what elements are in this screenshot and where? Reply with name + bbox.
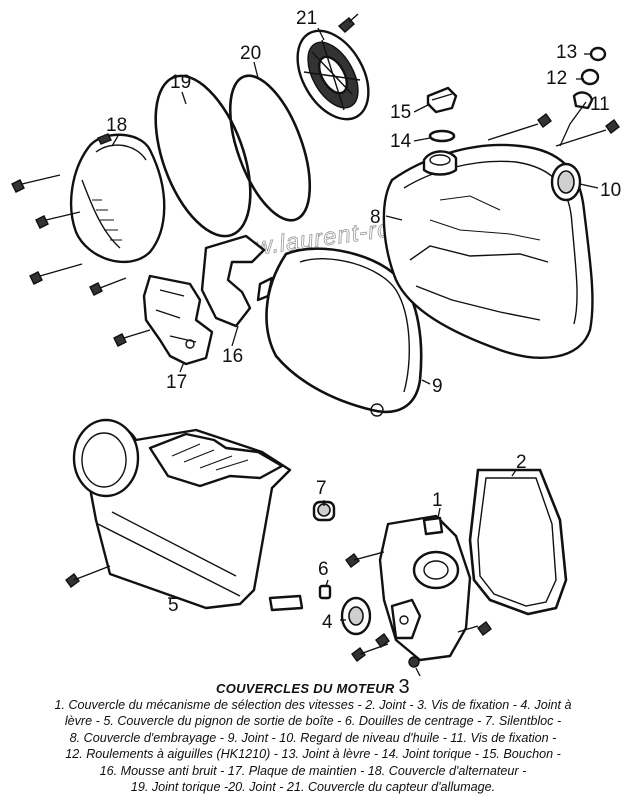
callout-17: 17	[166, 372, 187, 393]
part-5-fixing-bolt	[65, 565, 111, 588]
part-3-fixing-bolts	[345, 551, 492, 668]
callout-11: 11	[590, 94, 610, 115]
callout-6: 6	[318, 559, 329, 580]
callout-13: 13	[556, 42, 577, 63]
part-11-fixing-bolts	[487, 113, 620, 147]
part-12-needle-bearing	[580, 68, 600, 86]
callout-10: 10	[600, 180, 621, 201]
legend-line: 19. Joint torique -20. Joint - 21. Couve…	[130, 780, 496, 795]
exploded-parts-diagram: www.laurent-roy.com	[11, 8, 621, 677]
part-20-gasket	[228, 74, 312, 222]
part-15-plug	[426, 86, 458, 114]
part-13-lip-seal	[589, 46, 607, 62]
part-9-gasket	[265, 247, 423, 414]
callout-9: 9	[432, 376, 443, 397]
part-19-o-ring	[154, 74, 252, 238]
callout-16: 16	[222, 346, 243, 367]
legend-line: 16. Mousse anti bruit - 17. Plaque de ma…	[99, 763, 527, 778]
legend-line: 1. Couvercle du mécanisme de sélection d…	[54, 698, 572, 712]
callout-14: 14	[390, 131, 412, 152]
callout-1: 1	[432, 490, 443, 511]
alternator-cover-bolts	[11, 174, 151, 347]
part-1-shift-mechanism-cover	[378, 514, 472, 662]
caption-title-row: COUVERCLES DU MOTEUR 3	[0, 676, 626, 699]
callout-19: 19	[170, 72, 191, 93]
part-4-lip-seal	[340, 596, 372, 636]
parts-legend: 1. Couvercle du mécanisme de sélection d…	[6, 697, 620, 795]
part-11-screw-head	[572, 91, 594, 110]
leader-lines	[111, 27, 599, 677]
callout-8: 8	[370, 207, 381, 228]
part-16-anti-noise-foam	[200, 234, 274, 328]
part-5-sprocket-cover	[72, 418, 304, 612]
callout-21: 21	[296, 8, 317, 29]
legend-line: 12. Roulements à aiguilles (HK1210) - 13…	[65, 747, 561, 762]
part-18-alternator-cover	[69, 133, 166, 264]
part-21-ignition-sensor-cover	[296, 13, 370, 121]
part-8-clutch-cover	[382, 143, 594, 359]
part-2-gasket	[468, 468, 568, 616]
part-17-retaining-plate	[142, 274, 214, 366]
callout-3: 3	[398, 676, 410, 698]
part-14-o-ring	[428, 129, 456, 143]
callout-18: 18	[106, 115, 127, 136]
callout-5: 5	[168, 595, 179, 616]
legend-line: lèvre - 5. Couvercle du pignon de sortie…	[64, 714, 562, 729]
callout-2: 2	[516, 452, 527, 473]
diagram-title: COUVERCLES DU MOTEUR	[216, 681, 395, 696]
part-6-centering-dowel	[318, 584, 332, 600]
callout-numbers: 21 20 19 18 13 12 11 10 15 14 8 9 16 17 …	[106, 8, 621, 633]
legend-line: 8. Couvercle d'embrayage - 9. Joint - 10…	[69, 730, 557, 745]
callout-7: 7	[316, 478, 327, 499]
callout-20: 20	[240, 43, 261, 64]
part-10-oil-level-window	[550, 162, 582, 202]
callout-12: 12	[546, 68, 567, 89]
callout-4: 4	[322, 612, 333, 633]
callout-15: 15	[390, 102, 411, 123]
